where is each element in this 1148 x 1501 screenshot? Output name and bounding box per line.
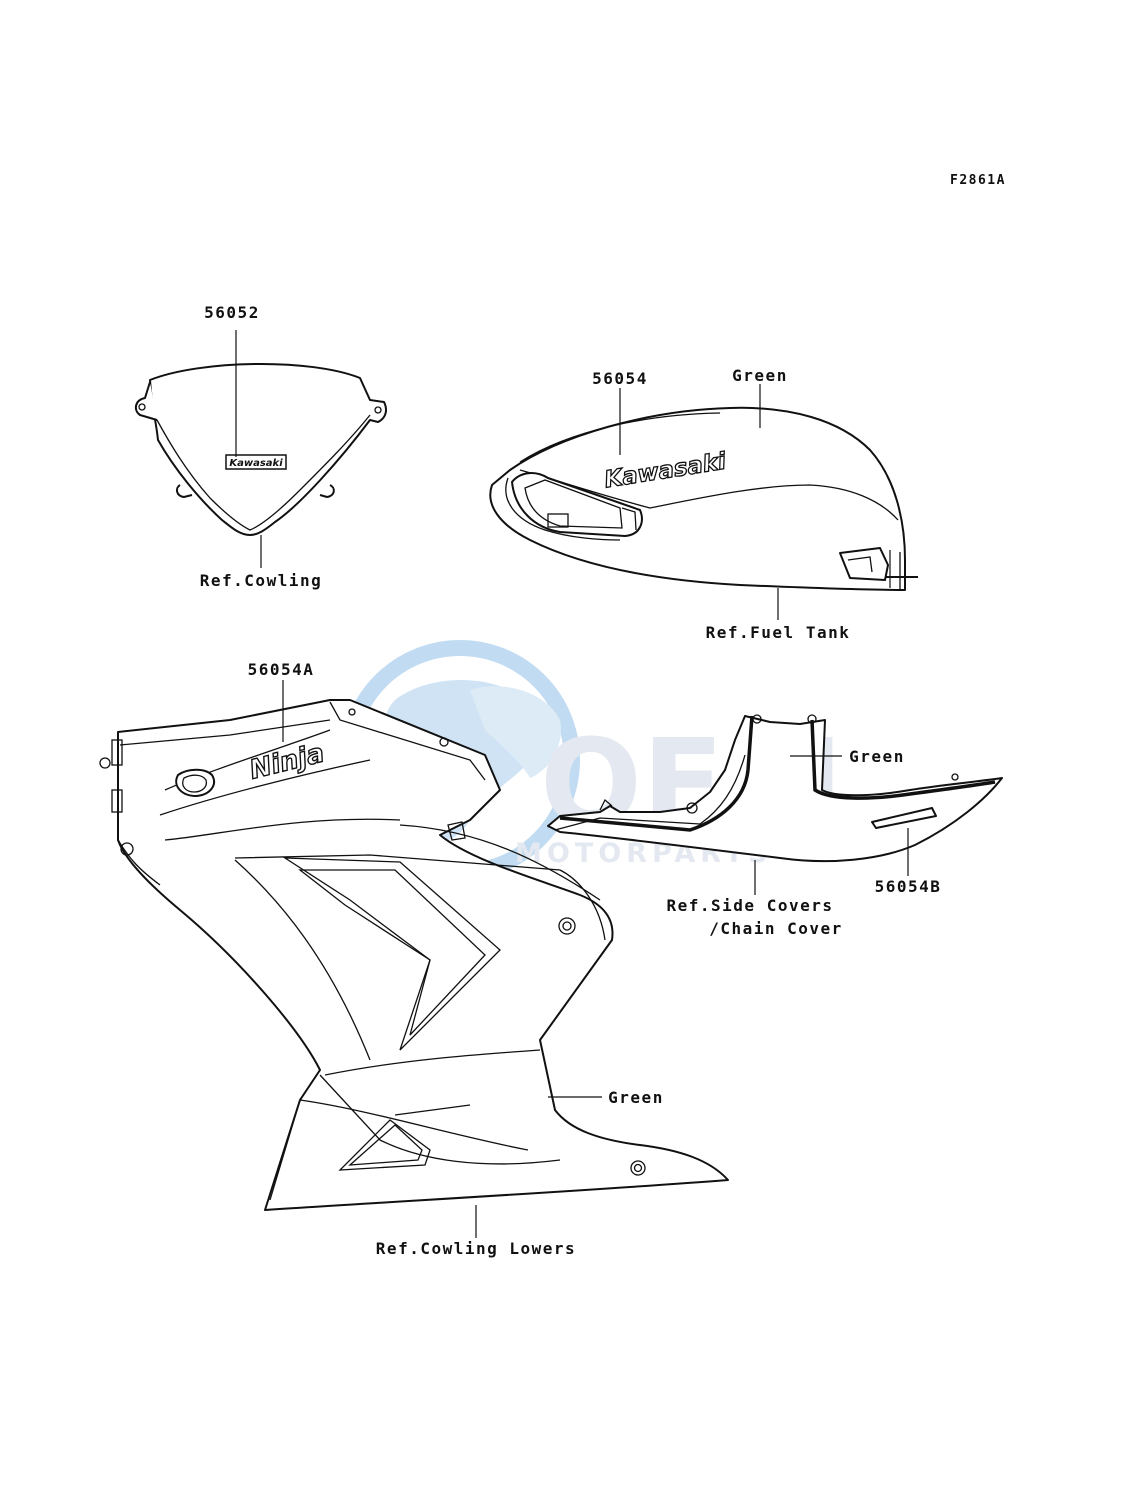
label-56054a: 56054A bbox=[248, 660, 315, 679]
label-56052: 56052 bbox=[204, 303, 260, 322]
label-ref-fuel-tank: Ref.Fuel Tank bbox=[706, 623, 851, 642]
diagram-code: F2861A bbox=[950, 173, 1006, 188]
label-ref-cowling-lowers: Ref.Cowling Lowers bbox=[376, 1239, 576, 1258]
label-56054b: 56054B bbox=[875, 877, 942, 896]
windshield-kawasaki-logo: Kawasaki bbox=[229, 458, 283, 469]
side-cowling-part: Ninja bbox=[99, 699, 729, 1211]
label-ref-side-covers: Ref.Side Covers bbox=[667, 896, 834, 915]
side-cover-part bbox=[547, 714, 1003, 863]
label-ref-chain-cover: /Chain Cover bbox=[709, 919, 843, 938]
fuel-tank-part: Kawasaki bbox=[489, 406, 918, 591]
label-cowl-green: Green bbox=[608, 1088, 664, 1107]
label-56054: 56054 bbox=[592, 369, 648, 388]
label-ref-cowling: Ref.Cowling bbox=[200, 571, 322, 590]
windshield-part: Kawasaki bbox=[134, 362, 387, 536]
label-tank-green: Green bbox=[732, 366, 788, 385]
label-side-green: Green bbox=[849, 747, 905, 766]
